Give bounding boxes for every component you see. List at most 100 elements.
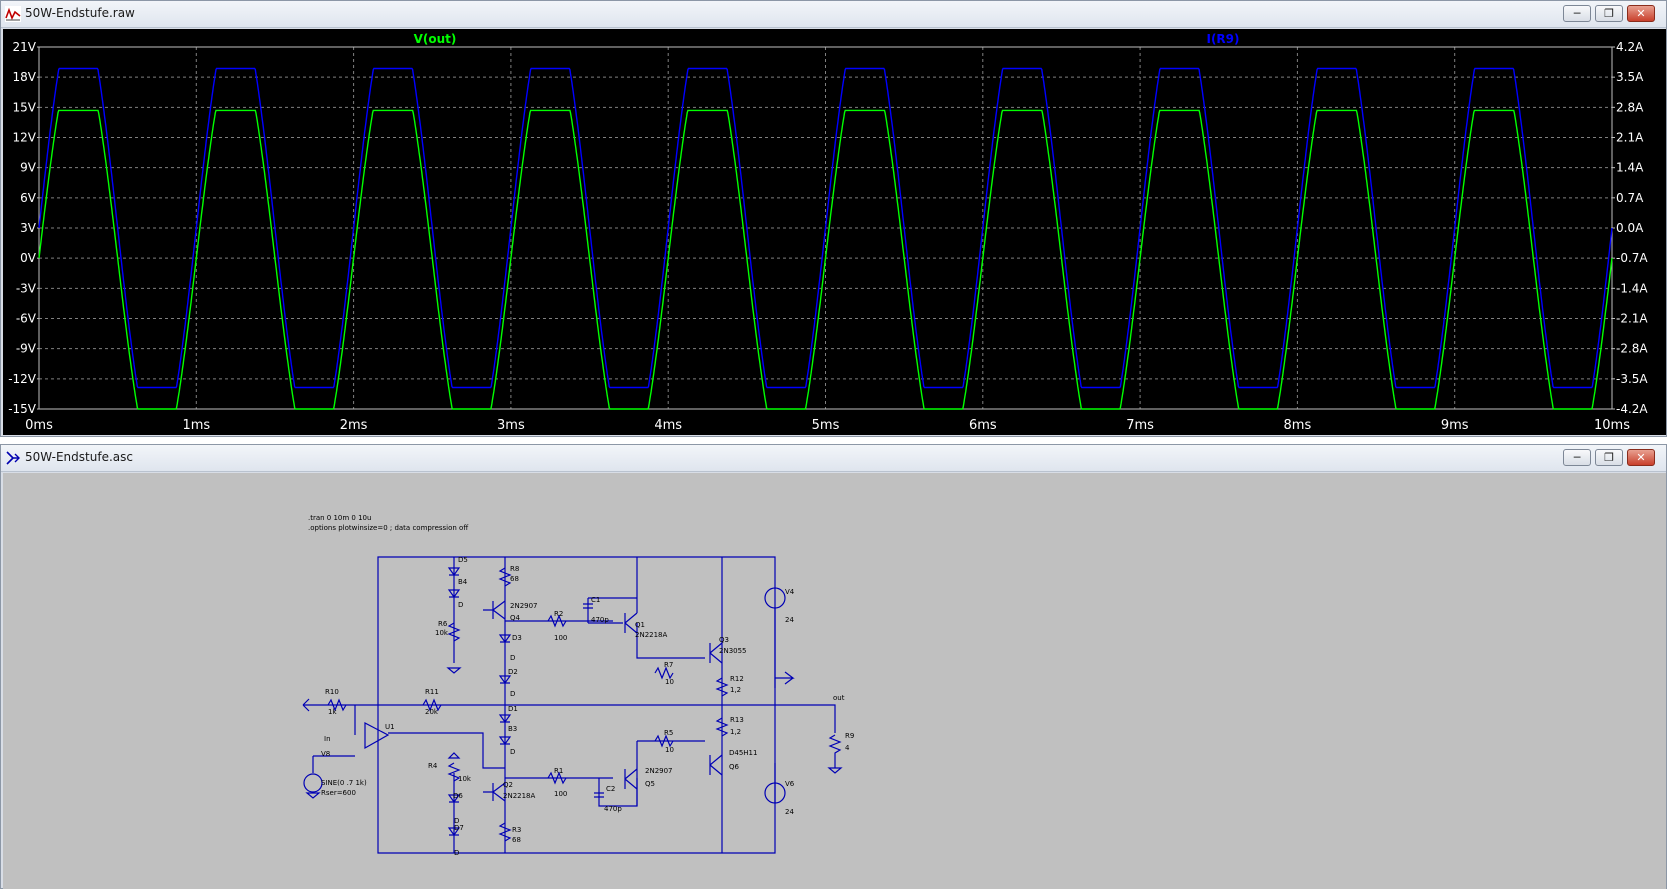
diode-d5[interactable] — [447, 567, 461, 577]
svg-text:D1: D1 — [508, 705, 518, 713]
schem-maximize-button[interactable]: ❐ — [1595, 449, 1623, 466]
waveform-icon — [5, 6, 21, 22]
svg-text:R1: R1 — [554, 767, 563, 775]
resistor-r6[interactable] — [447, 622, 461, 642]
svg-text:In: In — [324, 735, 331, 743]
schem-close-button[interactable]: ✕ — [1627, 449, 1655, 466]
tran-directive[interactable]: .tran 0 10m 0 10u — [308, 514, 371, 522]
trace-ir9[interactable] — [38, 67, 1613, 389]
capacitor-c1[interactable] — [583, 603, 593, 609]
input-wire — [312, 755, 355, 773]
source-v6[interactable] — [764, 782, 786, 804]
source-v4[interactable] — [764, 587, 786, 609]
resistor-r12[interactable] — [715, 677, 729, 697]
svg-text:1,2: 1,2 — [730, 728, 741, 736]
y-right-tick-label: -0.7A — [1616, 251, 1648, 265]
svg-text:68: 68 — [510, 575, 519, 583]
resistor-r7[interactable] — [654, 666, 674, 680]
resistor-r9[interactable] — [828, 734, 842, 768]
diode-d2[interactable] — [498, 675, 512, 685]
svg-text:R11: R11 — [425, 688, 439, 696]
y-right-tick-label: 3.5A — [1616, 70, 1644, 84]
svg-text:470p: 470p — [591, 616, 609, 624]
svg-text:10: 10 — [665, 746, 674, 754]
diode-d1[interactable] — [498, 714, 512, 724]
schem-minimize-button[interactable]: ─ — [1563, 449, 1591, 466]
svg-text:R7: R7 — [664, 661, 673, 669]
svg-text:1,2: 1,2 — [730, 686, 741, 694]
maximize-button[interactable]: ❐ — [1595, 5, 1623, 22]
resistor-r8[interactable] — [498, 567, 512, 587]
resistor-r3[interactable] — [498, 822, 512, 842]
supply-rail-frame — [377, 556, 776, 854]
transistor-q4[interactable] — [483, 600, 506, 620]
svg-text:4: 4 — [845, 744, 850, 752]
svg-text:V8: V8 — [321, 750, 330, 758]
schematic-window-title: 50W-Endstufe.asc — [25, 450, 133, 464]
resistor-r11[interactable] — [422, 698, 442, 712]
resistor-r10[interactable] — [327, 698, 347, 712]
svg-text:R6: R6 — [438, 620, 448, 628]
capacitor-c2[interactable] — [594, 792, 604, 798]
y-left-tick-label: -9V — [16, 342, 37, 356]
svg-text:10k: 10k — [458, 775, 472, 783]
svg-text:100: 100 — [554, 790, 567, 798]
minimize-button[interactable]: ─ — [1563, 5, 1591, 22]
svg-text:B3: B3 — [508, 725, 517, 733]
source-v8[interactable] — [303, 773, 323, 793]
transistor-q5[interactable] — [624, 768, 638, 790]
y-left-tick-label: -12V — [8, 372, 37, 386]
diode-d3[interactable] — [498, 634, 512, 644]
y-right-tick-label: -2.1A — [1616, 312, 1648, 326]
trace-label-ir9[interactable]: I(R9) — [1206, 32, 1239, 46]
transistor-q3[interactable] — [709, 642, 723, 664]
diode-d6[interactable] — [447, 794, 461, 804]
resistor-r4[interactable] — [447, 762, 461, 782]
x-tick-label: 9ms — [1441, 418, 1469, 433]
options-directive[interactable]: .options plotwinsize=0 ; data compressio… — [308, 524, 468, 532]
diode-d7[interactable] — [447, 827, 461, 837]
transistor-q1[interactable] — [624, 612, 638, 634]
resistor-r1[interactable] — [547, 771, 567, 785]
svg-text:D: D — [454, 817, 459, 825]
resistor-r2[interactable] — [547, 614, 567, 628]
resistor-r13[interactable] — [715, 717, 729, 737]
diode-d8[interactable] — [498, 736, 512, 746]
svg-text:B4: B4 — [458, 578, 468, 586]
y-right-tick-label: -3.5A — [1616, 372, 1648, 386]
x-tick-label: 10ms — [1594, 418, 1630, 433]
r10-wire — [303, 704, 356, 735]
svg-text:R3: R3 — [512, 826, 521, 834]
y-right-tick-label: 2.1A — [1616, 131, 1644, 145]
trace-label-vout[interactable]: V(out) — [414, 32, 457, 46]
svg-text:R12: R12 — [730, 675, 744, 683]
trace-vout[interactable] — [38, 109, 1613, 410]
svg-text:D5: D5 — [458, 556, 468, 564]
transistor-q2[interactable] — [483, 782, 506, 802]
svg-text:470p: 470p — [604, 805, 622, 813]
y-left-tick-label: 3V — [20, 221, 37, 235]
svg-text:10: 10 — [665, 678, 674, 686]
y-left-tick-label: -15V — [8, 402, 37, 416]
schematic-window-titlebar[interactable]: 50W-Endstufe.asc ─ ❐ ✕ — [1, 445, 1666, 472]
svg-text:Q3: Q3 — [719, 636, 729, 644]
x-tick-label: 0ms — [25, 418, 53, 433]
resistor-r5[interactable] — [654, 734, 674, 748]
diode-d4[interactable] — [447, 589, 461, 599]
svg-text:Rser=600: Rser=600 — [321, 789, 356, 797]
opamp-u1[interactable] — [364, 722, 390, 750]
schematic-labels: .tran 0 10m 0 10u .options plotwinsize=0… — [308, 514, 854, 857]
ground-v8 — [305, 792, 321, 799]
svg-text:20k: 20k — [425, 708, 439, 716]
close-button[interactable]: ✕ — [1627, 5, 1655, 22]
input-flag — [302, 698, 310, 712]
schematic-canvas[interactable]: .tran 0 10m 0 10u .options plotwinsize=0… — [3, 473, 1666, 889]
transistor-q6[interactable] — [709, 754, 723, 776]
schematic-drawing[interactable]: .tran 0 10m 0 10u .options plotwinsize=0… — [3, 473, 1666, 889]
y-left-tick-label: 21V — [13, 40, 37, 54]
y-left-tick-label: 6V — [20, 191, 37, 205]
plot-window-titlebar[interactable]: 50W-Endstufe.raw ─ ❐ ✕ — [1, 1, 1666, 28]
